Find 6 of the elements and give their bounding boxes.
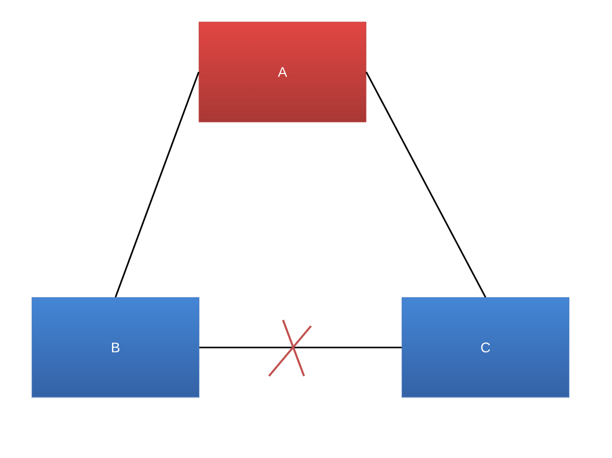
process-box: B bbox=[32, 297, 200, 398]
process-box: C bbox=[402, 297, 570, 398]
connector-line bbox=[114, 72, 200, 298]
connector-line bbox=[199, 346, 402, 348]
connector-line bbox=[366, 72, 486, 298]
process-box: A bbox=[198, 22, 366, 122]
